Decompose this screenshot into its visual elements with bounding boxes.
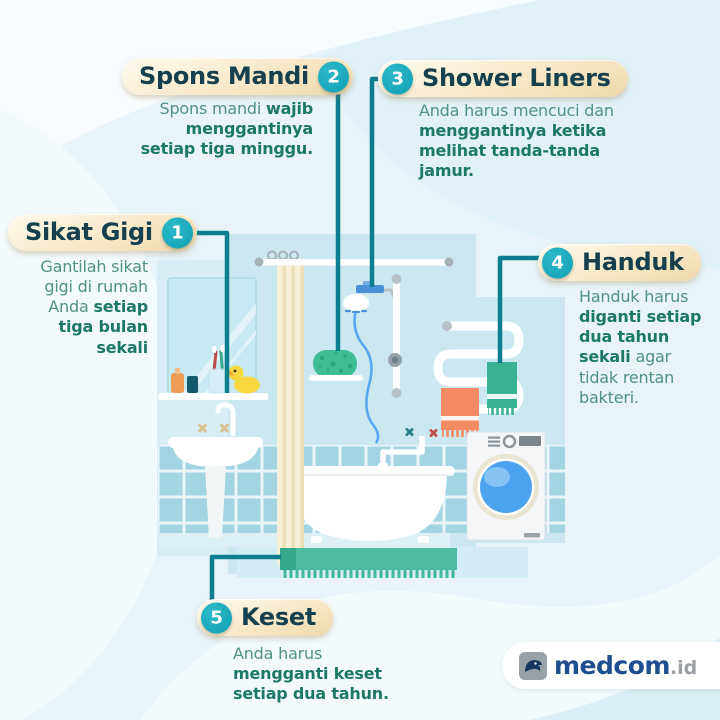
callout-pill-keset: Keset 5 xyxy=(197,599,333,636)
bathtub-icon xyxy=(283,466,455,543)
callout-text-keset: Anda harus mengganti keset setiap dua ta… xyxy=(233,644,389,704)
soap-bottles-icon xyxy=(171,368,198,393)
number-badge-4: 4 xyxy=(542,247,573,278)
bathroom-illustration xyxy=(157,234,565,578)
shower-head-icon xyxy=(343,294,369,312)
number-badge-5: 5 xyxy=(201,602,232,633)
medcom-eagle-icon xyxy=(519,651,547,680)
towel-orange-icon xyxy=(441,388,479,437)
toothbrush-cup-icon xyxy=(208,344,228,394)
callout-text-handuk: Handuk harus diganti setiap dua tahun se… xyxy=(579,287,702,407)
callout-title: Handuk xyxy=(582,248,684,276)
callout-title: Shower Liners xyxy=(422,64,611,92)
shower-hose-icon xyxy=(353,308,380,444)
connector-handuk xyxy=(497,255,550,363)
callout-pill-shower-liners: Shower Liners 3 xyxy=(378,60,628,97)
number-badge-3: 3 xyxy=(382,63,413,94)
rubber-duck-icon xyxy=(226,365,260,394)
medcom-logo: medcom .id xyxy=(502,642,720,689)
sink xyxy=(168,402,263,538)
callout-pill-spons-mandi: Spons Mandi 2 xyxy=(122,58,353,95)
shower-set xyxy=(343,274,402,444)
connector-sikat-gigi xyxy=(190,230,230,393)
callout-text-sikat-gigi: Gantilah sikat gigi di rumah Anda setiap… xyxy=(40,257,148,357)
washing-machine-icon xyxy=(466,431,546,541)
curtain-rod-icon xyxy=(256,259,452,266)
callout-title: Spons Mandi xyxy=(139,62,309,90)
shelf xyxy=(158,393,268,400)
number-badge-2: 2 xyxy=(317,61,349,92)
callout-title: Keset xyxy=(241,603,316,631)
callout-text-spons-mandi: Spons mandi wajib menggantinya setiap ti… xyxy=(140,99,314,159)
callout-title: Sikat Gigi xyxy=(25,218,153,246)
medcom-suffix-text: .id xyxy=(669,657,698,679)
callout-pill-handuk: Handuk 4 xyxy=(538,244,701,281)
bathtub-faucet-icon xyxy=(378,427,438,468)
medcom-brand-text: medcom xyxy=(554,651,670,680)
bath-sponge-icon xyxy=(309,350,363,381)
number-badge-1: 1 xyxy=(161,217,193,248)
bath-mat-icon xyxy=(280,548,457,578)
connector-shower-liners xyxy=(369,76,400,287)
shower-curtain-icon xyxy=(254,250,454,565)
towel-green-icon xyxy=(487,362,517,415)
callout-pill-sikat-gigi: Sikat Gigi 1 xyxy=(8,214,197,251)
callout-text-shower-liners: Anda harus mencuci dan menggantinya keti… xyxy=(419,101,614,181)
connector-keset xyxy=(209,554,281,606)
